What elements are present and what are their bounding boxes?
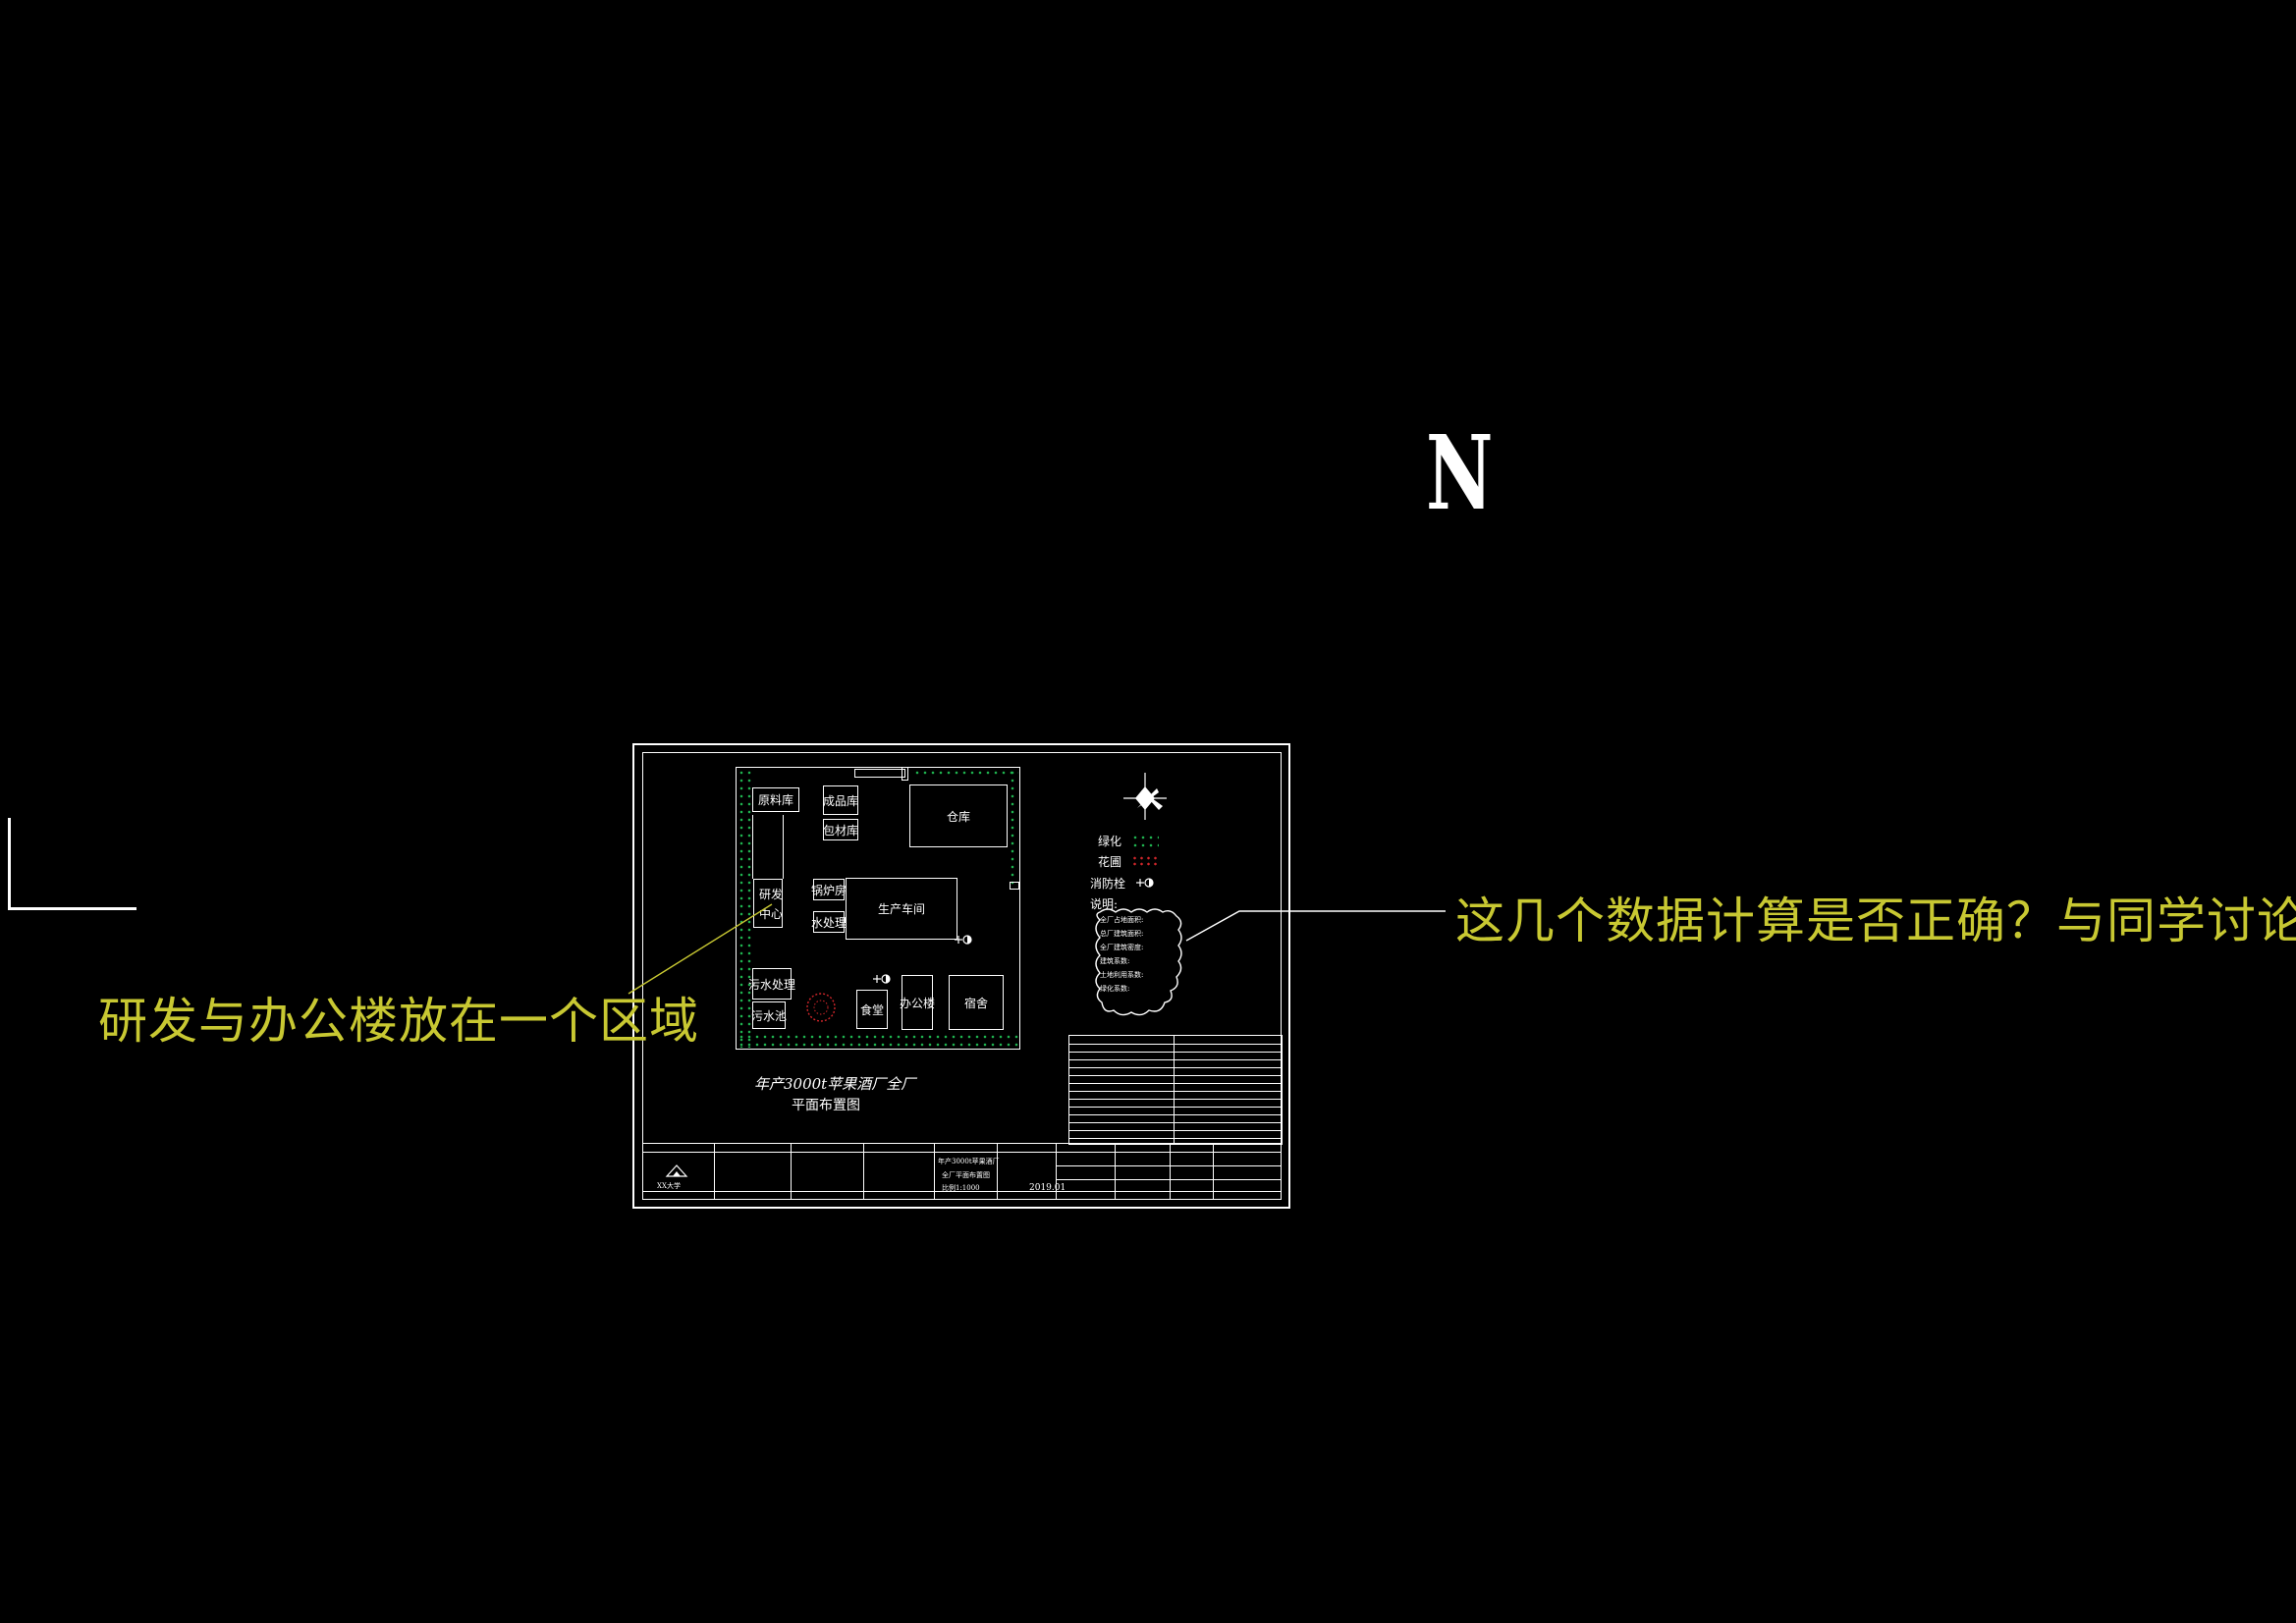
- revision-cloud: [1095, 908, 1182, 1016]
- building-finished-goods: 成品库: [823, 785, 858, 815]
- site-boundary: [736, 767, 1020, 1050]
- note-line-5: 土地利用系数:: [1100, 971, 1144, 979]
- title-block-school: XX大学: [657, 1182, 681, 1190]
- data-table: [1068, 1035, 1283, 1145]
- building-water-treatment: 水处理: [811, 911, 847, 933]
- rnd-label-2: 中心: [759, 907, 784, 921]
- note-line-4: 建筑系数:: [1100, 957, 1130, 965]
- building-sewage-treatment: 污水处理: [748, 968, 795, 1000]
- note-line-3: 全厂建筑密度:: [1100, 944, 1144, 951]
- greenery-bottom-band: [738, 1033, 1018, 1048]
- compass-icon: [1123, 773, 1167, 820]
- note-line-6: 绿化系数:: [1100, 985, 1130, 993]
- north-label: N: [1426, 412, 1494, 533]
- stray-line-horizontal: [8, 907, 137, 910]
- building-warehouse: 仓库: [909, 784, 1008, 847]
- legend-greenery-swatch: [1131, 834, 1159, 847]
- annotation-right: 这几个数据计算是否正确？与同学讨论一下: [1455, 893, 2296, 949]
- title-block-project-1: 年产3000t苹果酒厂: [938, 1158, 1000, 1165]
- legend-flowerbed-swatch: [1131, 855, 1159, 867]
- building-canteen: 食堂: [856, 990, 888, 1029]
- title-block-date: 2019.01: [1029, 1183, 1066, 1193]
- raw-material-frame: [752, 815, 784, 879]
- building-production: 生产车间: [846, 878, 957, 940]
- legend-hydrant-icon: [1136, 878, 1154, 888]
- stray-line-vertical: [8, 818, 11, 909]
- legend-flowerbed-label: 花圃: [1098, 855, 1122, 869]
- building-raw-material: 原料库: [752, 787, 799, 812]
- greenery-top-band: [913, 769, 1018, 779]
- title-block: XX大学 年产3000t苹果酒厂 全厂平面布置图 比例1:1000 2019.0…: [642, 1143, 1282, 1200]
- gate-marker-top: [902, 767, 908, 781]
- legend-hydrant-label: 消防栓: [1090, 877, 1126, 891]
- flowerbed-circle: [806, 993, 836, 1022]
- note-line-2: 总厂建筑面积:: [1100, 930, 1144, 938]
- gate-right: [1010, 882, 1019, 890]
- building-sewage-pool: 污水池: [751, 1001, 787, 1029]
- plan-title-2: 平面布置图: [792, 1098, 860, 1113]
- title-block-scale: 比例1:1000: [942, 1184, 980, 1192]
- building-office: 办公楼: [900, 975, 935, 1030]
- building-boiler: 锅炉房: [811, 879, 847, 900]
- hydrant-icon: [955, 935, 972, 945]
- data-table-divider: [1174, 1036, 1175, 1144]
- plan-title-1: 年产3000t苹果酒厂全厂: [754, 1075, 916, 1093]
- title-block-project-2: 全厂平面布置图: [942, 1171, 990, 1179]
- gate-top: [854, 769, 905, 778]
- greenery-left-band: [738, 769, 754, 1048]
- building-packaging: 包材库: [823, 819, 858, 840]
- building-dormitory: 宿舍: [949, 975, 1004, 1030]
- sheet-outer-border: [632, 743, 1290, 1209]
- school-logo-icon: [665, 1164, 688, 1177]
- legend-greenery-label: 绿化: [1098, 835, 1122, 848]
- rnd-label-1: 研发: [759, 888, 784, 901]
- greenery-right-band: [1009, 769, 1018, 887]
- hydrant-icon: [873, 974, 891, 984]
- annotation-left: 研发与办公楼放在一个区域: [98, 993, 699, 1050]
- legend-notes-label: 说明:: [1090, 897, 1119, 911]
- building-rnd-center: 研发 中心: [753, 879, 783, 928]
- note-line-1: 全厂占地面积:: [1100, 916, 1144, 924]
